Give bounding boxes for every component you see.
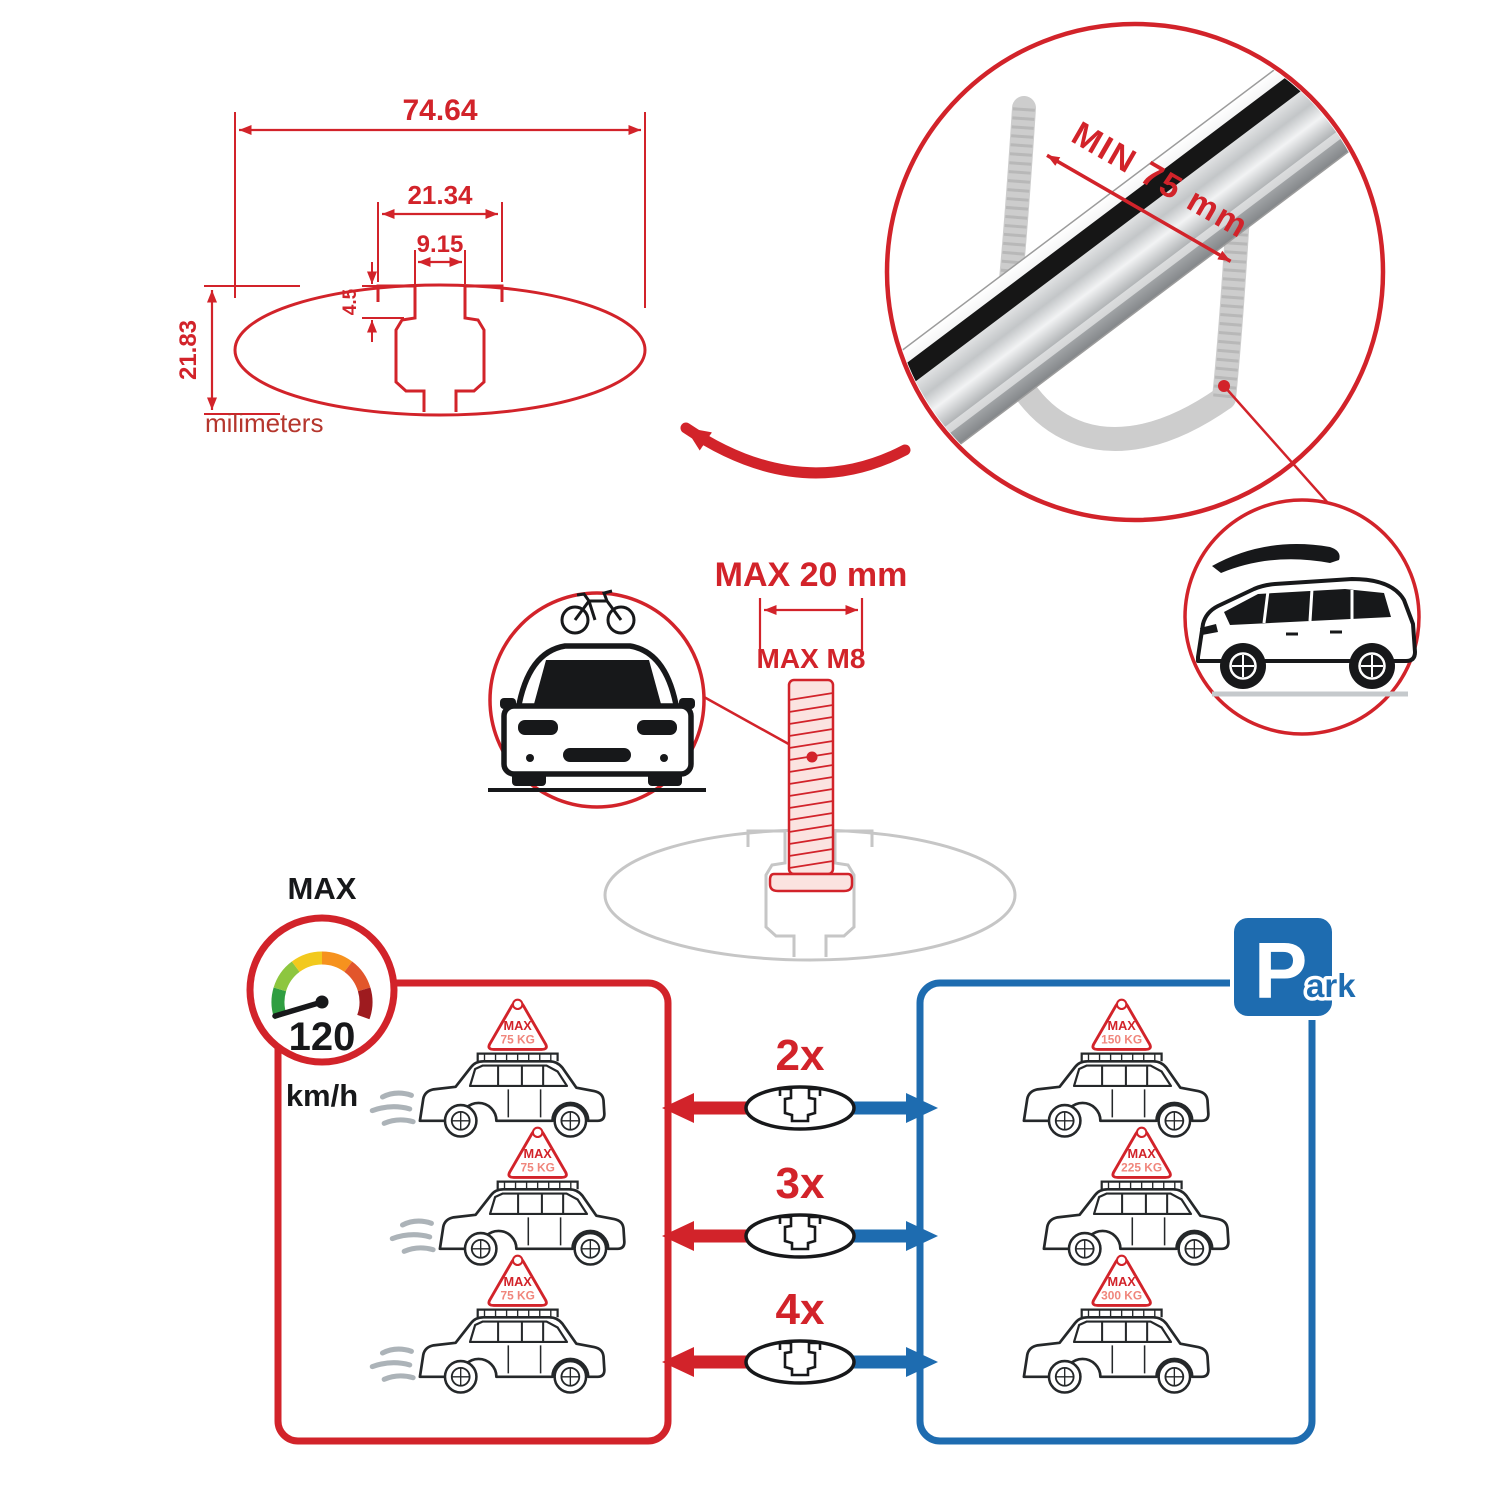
cross-section-drawing: 74.64 21.34 9.15 21.83 4.5 milimeters [175, 94, 647, 438]
profile-ellipse [233, 283, 647, 417]
dim-slot-outer: 21.34 [407, 180, 473, 210]
bar-section-icon [744, 1085, 856, 1131]
car-unit-driving-3: MAX 75 KG [372, 1254, 606, 1394]
gauge-arc-icon [271, 951, 373, 1020]
t-bolt [768, 678, 854, 893]
gauge-needle [272, 999, 325, 1019]
suv-headlight [1200, 624, 1218, 635]
badge-value: 75 KG [520, 1160, 554, 1174]
badge-value: 75 KG [500, 1288, 534, 1302]
arrow-left-icon [662, 1347, 748, 1377]
car-unit-parked-3: MAX 300 KG [1022, 1254, 1210, 1394]
wheel-left [512, 772, 546, 786]
bolt-spec: MAX 20 mm MAX M8 [603, 556, 1017, 962]
profile-slot-right [454, 284, 504, 412]
quantity-row-4x: 4x [662, 1285, 938, 1385]
min-span-arrow [1046, 153, 1232, 263]
load-badge: MAX 300 KG [1091, 1254, 1152, 1307]
callout-arrow-to-drawing [680, 422, 911, 479]
car-unit-parked-1: MAX 150 KG [1022, 998, 1210, 1138]
suv-closeup [1183, 498, 1421, 736]
badge-title: MAX [1127, 1146, 1156, 1161]
badge-title: MAX [1107, 1274, 1136, 1289]
dim-lip-height: 4.5 [340, 288, 361, 315]
badge-value: 225 KG [1121, 1160, 1162, 1174]
profile-slot-left [376, 284, 426, 412]
park-sign-square [1230, 914, 1336, 1020]
driving-panel: MAX 75 KG MAX 75 KG MAX 75 KG [274, 979, 672, 1445]
car-front-icon [488, 643, 706, 792]
bolt-flange [768, 872, 854, 893]
callout-dot [806, 751, 818, 763]
bar-end-face [890, 391, 917, 484]
car-front-closeup [488, 589, 813, 809]
roof-box [1212, 544, 1340, 573]
headlight-left [518, 720, 558, 735]
bar-closeup-content: MIN 75 mm [890, 28, 1380, 484]
bolt-thread-label: MAX M8 [757, 643, 866, 674]
car-unit-driving-2: MAX 75 KG [392, 1126, 626, 1266]
load-badge: MAX 75 KG [507, 1126, 568, 1179]
badge-title: MAX [1107, 1018, 1136, 1033]
dim-profile-height: 21.83 [175, 320, 202, 380]
badge-value: 150 KG [1101, 1032, 1142, 1046]
windshield [534, 660, 661, 704]
park-sign-icon: P ark [1230, 914, 1360, 1020]
dim-total-width: 74.64 [402, 94, 477, 127]
bolt-max-width-label: MAX 20 mm [715, 556, 908, 594]
bike-icon [560, 589, 636, 635]
bar-closeup: MIN 75 mm [680, 21, 1386, 523]
suv-wheels [1220, 643, 1395, 689]
speed-units: km/h [286, 1078, 358, 1113]
grille [563, 748, 631, 762]
speed-limit-gauge: MAX 120 km/h [246, 871, 398, 1113]
load-badge: MAX 75 KG [487, 1254, 548, 1307]
badge-title: MAX [503, 1274, 532, 1289]
gauge-circle [246, 914, 398, 1066]
quantity-label: 3x [776, 1159, 825, 1208]
speed-max-label: MAX [288, 871, 357, 906]
badge-title: MAX [503, 1018, 532, 1033]
callout-line-to-suv [1223, 385, 1337, 513]
car-unit-driving-1: MAX 75 KG [372, 998, 606, 1138]
park-sign-p: P [1254, 926, 1307, 1015]
badge-value: 75 KG [500, 1032, 534, 1046]
arrow-left-icon [662, 1093, 748, 1123]
parking-panel: MAX 150 KG MAX 225 KG MAX 300 KG P ark [916, 914, 1360, 1445]
badge-value: 300 KG [1101, 1288, 1142, 1302]
park-sign-suffix: ark [1306, 967, 1356, 1004]
load-badge: MAX 225 KG [1111, 1126, 1172, 1179]
wheel-right [648, 772, 682, 786]
quantity-row-2x: 2x [662, 1031, 938, 1131]
badge-title: MAX [523, 1146, 552, 1161]
quantity-row-3x: 3x [662, 1159, 938, 1259]
units-label: milimeters [205, 408, 323, 438]
load-badge: MAX 150 KG [1091, 998, 1152, 1051]
car-unit-parked-2: MAX 225 KG [1042, 1126, 1230, 1266]
speed-value: 120 [289, 1015, 356, 1059]
dim-slot-inner: 9.15 [417, 231, 464, 258]
arrow-left-icon [662, 1221, 748, 1251]
bar-section-icon [744, 1339, 856, 1385]
bar-section-icon [744, 1213, 856, 1259]
quantity-label: 4x [776, 1285, 825, 1334]
gauge-pivot [315, 995, 329, 1009]
car-body [501, 703, 694, 777]
headlight-right [637, 720, 677, 735]
quantity-label: 2x [776, 1031, 825, 1080]
load-badge: MAX 75 KG [487, 998, 548, 1051]
